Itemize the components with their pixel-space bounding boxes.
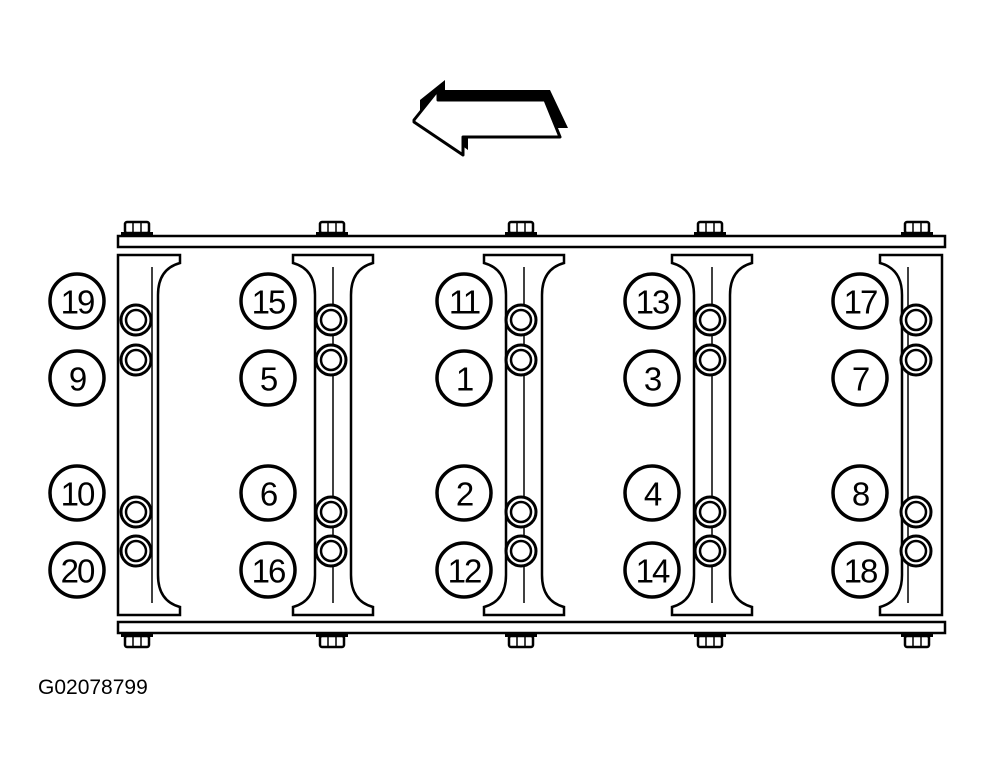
bolt-icon [693, 303, 727, 337]
bolt-head-icon [121, 633, 153, 649]
figure-id: G02078799 [38, 676, 148, 699]
bolt-head-icon [316, 633, 348, 649]
bearing-cap [291, 253, 375, 617]
sequence-number-text: 7 [852, 361, 869, 398]
sequence-number-text: 6 [260, 476, 277, 513]
bolt-icon [899, 343, 933, 377]
sequence-number: 11 [435, 272, 493, 330]
sequence-number: 12 [435, 541, 493, 599]
bolt-head-icon [121, 220, 153, 236]
bolt-icon [504, 495, 538, 529]
cap-outline [878, 253, 944, 617]
bolt-head-icon [505, 633, 537, 649]
sequence-number: 4 [623, 464, 681, 522]
sequence-number-text: 20 [61, 553, 95, 590]
bolt-icon [119, 303, 153, 337]
sequence-number: 7 [831, 349, 889, 407]
bolt-head-icon [694, 633, 726, 649]
sequence-number: 18 [831, 541, 889, 599]
bolt-head-icon [901, 220, 933, 236]
bolt-head-icon [505, 220, 537, 236]
sequence-number: 19 [48, 272, 106, 330]
bearing-cap [670, 253, 754, 617]
sequence-number-text: 14 [636, 553, 670, 590]
sequence-number-text: 2 [456, 476, 473, 513]
bolt-icon [899, 495, 933, 529]
sequence-number: 8 [831, 464, 889, 522]
bolt-head-icon [316, 220, 348, 236]
rail-bolts [121, 220, 933, 649]
sequence-number: 16 [239, 541, 297, 599]
bolt-icon [314, 495, 348, 529]
bolt-icon [314, 303, 348, 337]
bolt-icon [119, 495, 153, 529]
sequence-number-text: 16 [252, 553, 285, 590]
bolt-head-icon [694, 220, 726, 236]
bolt-icon [899, 534, 933, 568]
bearing-cap [116, 253, 182, 617]
sequence-number-text: 9 [69, 361, 86, 398]
sequence-number: 10 [48, 464, 106, 522]
sequence-number: 9 [48, 349, 106, 407]
sequence-number: 1 [435, 349, 493, 407]
sequence-number-text: 10 [61, 476, 95, 513]
bolt-icon [693, 495, 727, 529]
sequence-number: 20 [48, 541, 106, 599]
sequence-number-text: 17 [844, 284, 877, 321]
bolt-icon [314, 343, 348, 377]
sequence-number-text: 11 [449, 284, 480, 321]
sequence-number: 15 [239, 272, 297, 330]
sequence-number-text: 19 [61, 284, 94, 321]
arrow-left-icon [412, 80, 568, 157]
bolt-icon [119, 343, 153, 377]
sequence-number-text: 4 [644, 476, 662, 513]
sequence-number: 14 [623, 541, 681, 599]
bolt-icon [899, 303, 933, 337]
sequence-number: 13 [623, 272, 681, 330]
bolt-icon [693, 343, 727, 377]
bolt-head-icon [901, 633, 933, 649]
sequence-number: 6 [239, 464, 297, 522]
sequence-number-text: 13 [636, 284, 669, 321]
bolt-icon [314, 534, 348, 568]
sequence-number: 17 [831, 272, 889, 330]
sequence-number-text: 3 [644, 361, 661, 398]
bearing-caps [116, 253, 944, 617]
sequence-number-text: 5 [260, 361, 277, 398]
sequence-number-text: 1 [456, 361, 473, 398]
bottom-rail [116, 620, 947, 635]
bolt-icon [504, 303, 538, 337]
bearing-cap [878, 253, 944, 617]
bearing-cap [482, 253, 566, 617]
bolt-icon [504, 343, 538, 377]
sequence-number: 5 [239, 349, 297, 407]
bolt-icon [504, 534, 538, 568]
sequence-number: 3 [623, 349, 681, 407]
sequence-number-text: 8 [852, 476, 869, 513]
sequence-number-text: 15 [252, 284, 285, 321]
top-rail [116, 234, 947, 249]
bolt-icon [693, 534, 727, 568]
bolt-icon [119, 534, 153, 568]
sequence-number-text: 12 [448, 553, 481, 590]
sequence-number: 2 [435, 464, 493, 522]
sequence-number-text: 18 [844, 553, 877, 590]
